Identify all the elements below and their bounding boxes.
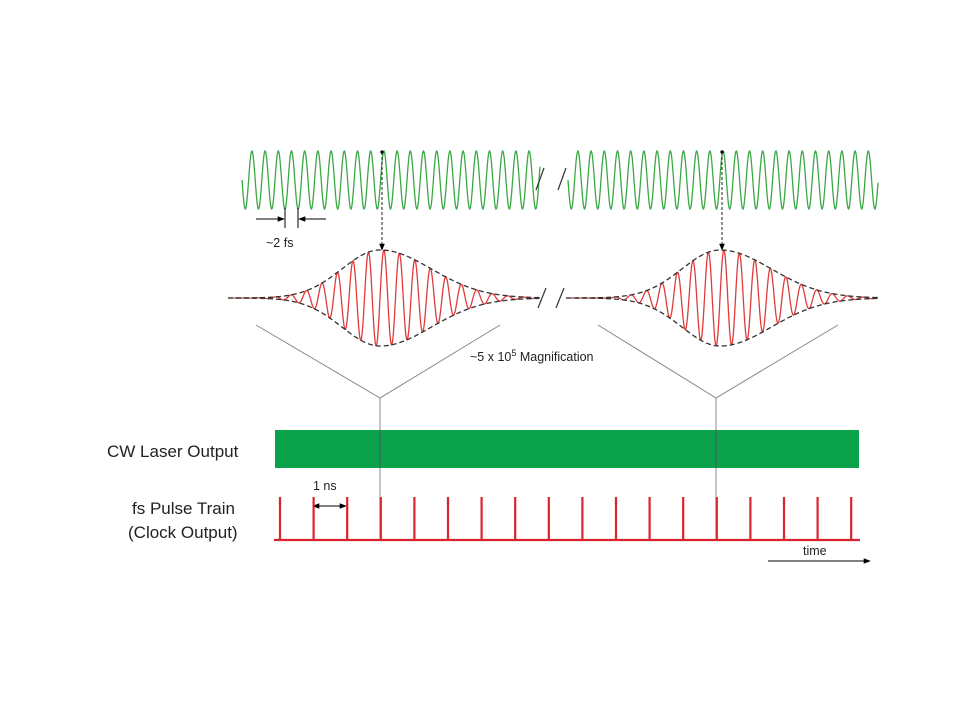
axis-break-top	[535, 167, 567, 191]
cw-laser-bar	[275, 430, 859, 468]
pulse-train	[274, 497, 860, 542]
pulse-spacing-annotation: 1 ns	[312, 479, 347, 509]
cw-laser-label: CW Laser Output	[107, 442, 239, 461]
time-axis-label: time	[803, 544, 827, 558]
pulse-train-label-line1: fs Pulse Train	[132, 499, 235, 518]
period-annotation: ~2 fs	[256, 208, 326, 250]
pulse-wavepackets	[228, 249, 879, 347]
magnification-label: ~5 x 105 Magnification	[470, 348, 594, 364]
pulse-envelope-left	[228, 249, 541, 347]
period-label: ~2 fs	[266, 236, 293, 250]
optical-wave-right	[567, 149, 879, 211]
time-axis: time	[768, 544, 871, 564]
pulse-spacing-label: 1 ns	[313, 479, 337, 493]
axis-break-middle	[537, 287, 565, 309]
pulse-train-label-line2: (Clock Output)	[128, 523, 238, 542]
peak-pointers	[379, 150, 725, 251]
pulse-wave-right	[566, 249, 879, 347]
optical-wave-left	[241, 149, 541, 211]
optical-carrier-waves	[241, 149, 879, 211]
pulse-wave-left	[228, 249, 541, 347]
pulse-envelope-right	[566, 249, 879, 347]
